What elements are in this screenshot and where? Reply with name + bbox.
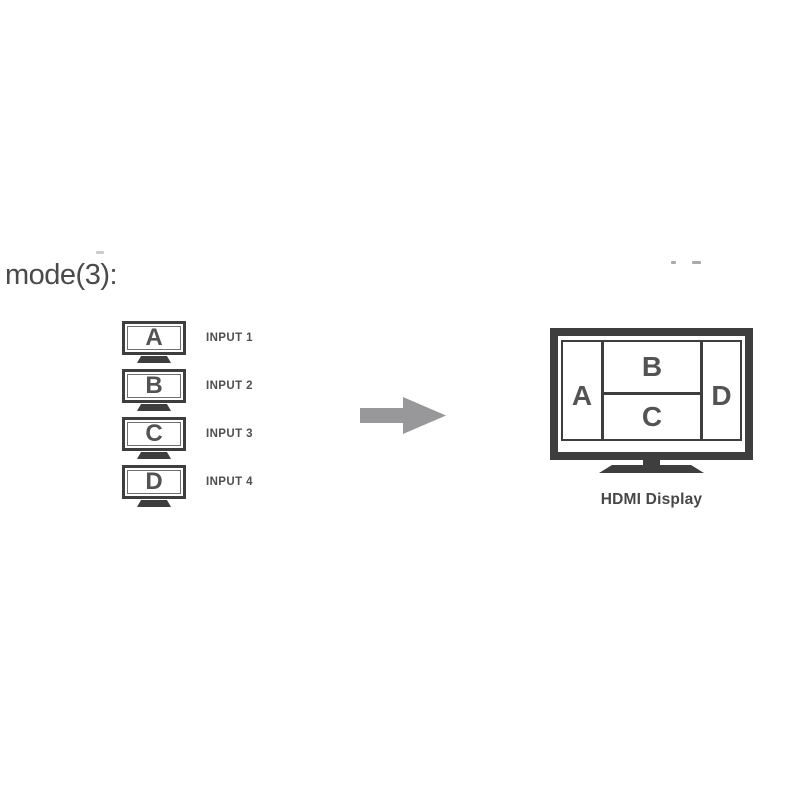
input-row: B INPUT 2 <box>122 369 322 417</box>
input-label: INPUT 1 <box>206 332 253 344</box>
input-row: D INPUT 4 <box>122 465 322 513</box>
region-right: D <box>703 342 740 439</box>
monitor-stand-icon <box>137 452 171 459</box>
input-letter: A <box>145 326 163 350</box>
mode-title: mode(3): <box>5 259 118 291</box>
tv-stand-base-icon <box>599 465 704 473</box>
input-label: INPUT 2 <box>206 380 253 392</box>
region-left-letter: A <box>571 379 593 411</box>
input-monitor-stack: A INPUT 1 B INPUT 2 C <box>122 321 322 513</box>
crop-artifact <box>96 251 104 254</box>
hdmi-display-caption: HDMI Display <box>600 491 703 508</box>
input-label: INPUT 4 <box>206 476 253 488</box>
input-letter: B <box>145 374 163 398</box>
input-monitor-screen: B <box>127 374 181 398</box>
right-arrow-shape <box>360 397 446 434</box>
input-letter: C <box>145 422 163 446</box>
region-bottom-middle-letter: C <box>641 401 663 432</box>
region-left: A <box>563 342 601 439</box>
crop-artifact <box>692 261 701 264</box>
input-monitor-icon: D <box>122 465 186 499</box>
region-top-middle-letter: B <box>641 351 663 382</box>
input-monitor-icon: B <box>122 369 186 403</box>
hdmi-display: A B C D HDMI Display <box>550 328 753 513</box>
region-bottom-middle: C <box>604 395 700 439</box>
input-label: INPUT 3 <box>206 428 253 440</box>
monitor-stand-icon <box>137 356 171 363</box>
monitor-stand-icon <box>137 500 171 507</box>
hdmi-display-frame: A B C D <box>550 328 753 460</box>
right-arrow-icon <box>360 397 446 434</box>
input-monitor-screen: D <box>127 470 181 494</box>
input-row: A INPUT 1 <box>122 321 322 369</box>
input-monitor-screen: C <box>127 422 181 446</box>
input-letter: D <box>145 470 163 494</box>
region-middle-column: B C <box>601 342 703 439</box>
tv-stand-neck-icon <box>643 460 660 465</box>
region-right-letter: D <box>711 379 732 411</box>
input-row: C INPUT 3 <box>122 417 322 465</box>
input-monitor-icon: C <box>122 417 186 451</box>
input-monitor-icon: A <box>122 321 186 355</box>
monitor-stand-icon <box>137 404 171 411</box>
hdmi-display-screen: A B C D <box>561 340 742 441</box>
region-top-middle: B <box>604 342 700 395</box>
input-monitor-screen: A <box>127 326 181 350</box>
crop-artifact <box>671 261 676 264</box>
